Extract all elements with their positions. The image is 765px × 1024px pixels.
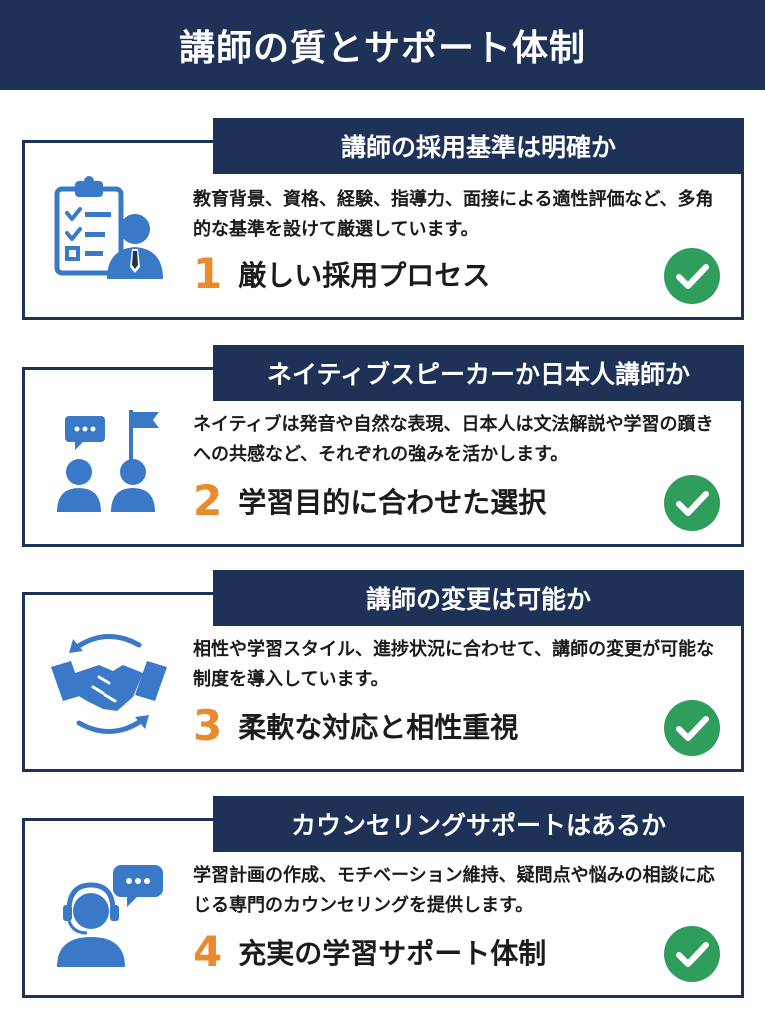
- check-circle-icon: [663, 474, 721, 532]
- card-description: 教育背景、資格、経験、指導力、面接による適性評価など、多角的な基準を設けて厳選し…: [193, 189, 714, 240]
- card-tab-title: 講師の採用基準は明確か: [213, 118, 744, 174]
- card-heading: 3 柔軟な対応と相性重視: [193, 702, 518, 750]
- card-heading-label: 学習目的に合わせた選択: [238, 486, 547, 519]
- headset-counselor-chat-icon: [47, 849, 171, 973]
- card-number: 3: [193, 701, 223, 750]
- card-description: 学習計画の作成、モチベーション維持、疑問点や悩みの相談に応じる専門のカウンセリン…: [193, 865, 715, 916]
- check-circle-icon: [663, 925, 721, 983]
- card-tab-title: ネイティブスピーカーか日本人講師か: [213, 345, 744, 401]
- card-tab-title: カウンセリングサポートはあるか: [213, 796, 744, 852]
- card-heading-label: 充実の学習サポート体制: [238, 937, 547, 970]
- card-teacher-change: 講師の変更は可能か 相性や学習スタイル、進捗状況に合わせて、講師の変更が可能な制…: [22, 570, 744, 772]
- card-heading: 1 厳しい採用プロセス: [193, 250, 490, 298]
- card-number: 4: [193, 927, 223, 976]
- card-heading: 2 学習目的に合わせた選択: [193, 477, 546, 525]
- two-people-speech-flag-icon: [47, 400, 171, 524]
- card-description: 相性や学習スタイル、進捗状況に合わせて、講師の変更が可能な制度を導入しています。: [193, 639, 715, 690]
- card-counseling: カウンセリングサポートはあるか 学習計画の作成、モチベーション維持、疑問点や悩み…: [22, 796, 744, 998]
- card-heading-label: 厳しい採用プロセス: [238, 259, 491, 292]
- card-number: 1: [193, 249, 223, 298]
- card-number: 2: [193, 476, 223, 525]
- page-title: 講師の質とサポート体制: [178, 28, 586, 69]
- check-circle-icon: [663, 699, 721, 757]
- card-description: ネイティブは発音や自然な表現、日本人は文法解説や学習の躓きへの共感など、それぞれ…: [193, 414, 714, 465]
- clipboard-checklist-person-icon: [47, 171, 171, 295]
- card-recruitment: 講師の採用基準は明確か 教育背景、資格、経験、指導力、面接による適性評価など、多…: [22, 118, 744, 320]
- handshake-arrows-icon: [47, 621, 171, 745]
- card-heading-label: 柔軟な対応と相性重視: [238, 711, 519, 744]
- page-header: 講師の質とサポート体制: [0, 0, 765, 90]
- check-circle-icon: [663, 247, 721, 305]
- card-native-or-japanese: ネイティブスピーカーか日本人講師か ネイティブは発音や自然な表現、日本人は文法解…: [22, 345, 744, 547]
- card-heading: 4 充実の学習サポート体制: [193, 928, 546, 976]
- card-tab-title: 講師の変更は可能か: [213, 570, 744, 626]
